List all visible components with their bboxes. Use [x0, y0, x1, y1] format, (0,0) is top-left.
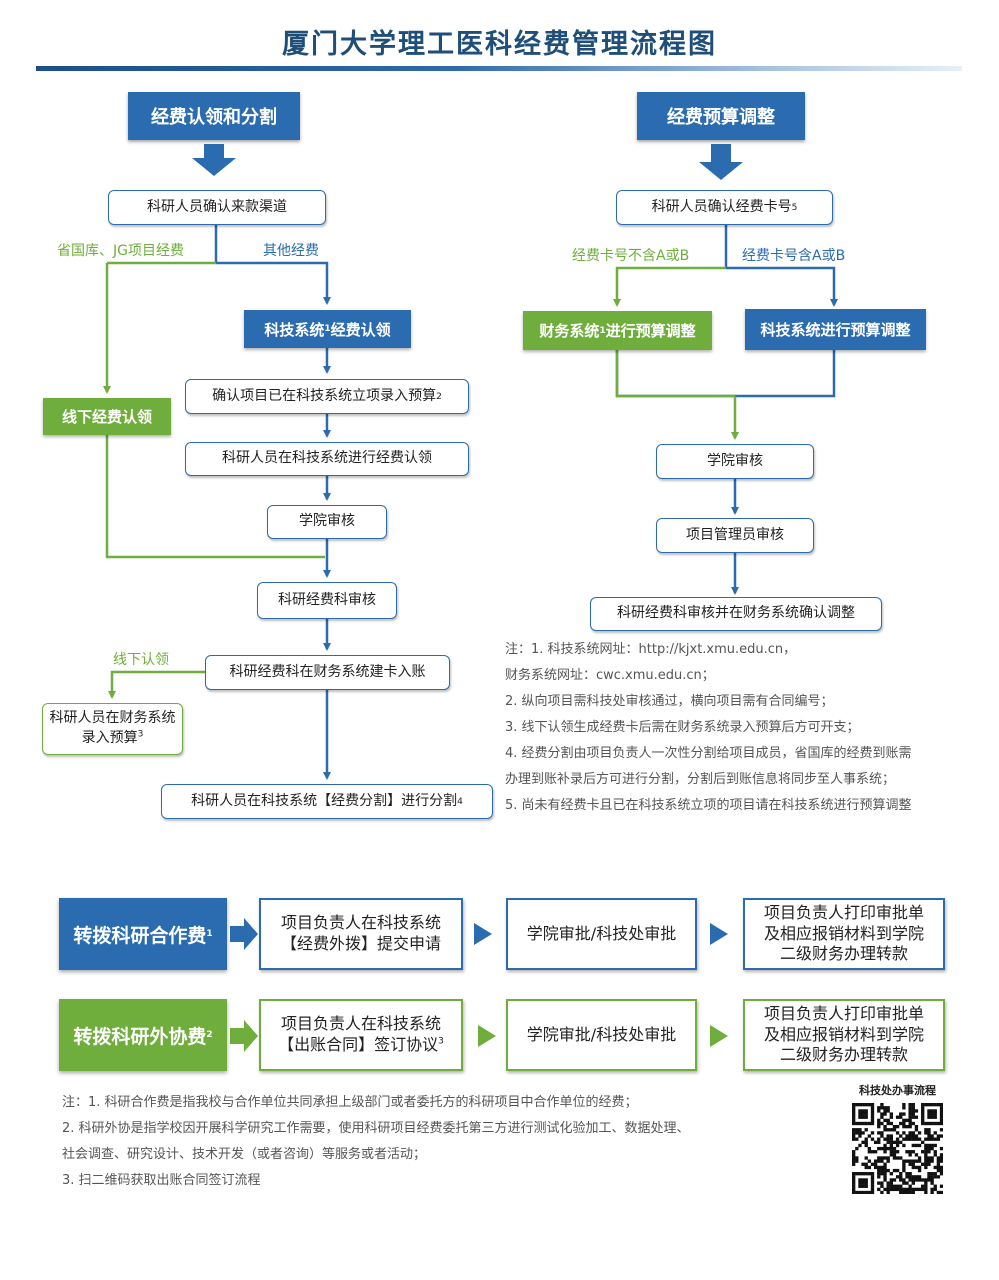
build-card-node: 科研经费科在财务系统建卡入账 — [205, 655, 450, 690]
confirm-source-node: 科研人员确认来款渠道 — [108, 190, 326, 225]
left-flow-lines — [103, 225, 331, 780]
right-flow-header: 经费预算调整 — [637, 92, 805, 140]
tech-claim-text: 科技系统 — [264, 320, 325, 339]
outsource-step1-line2: 【出账合同】签订协议 — [278, 1035, 439, 1054]
qr-caption: 科技处办事流程 — [859, 1084, 936, 1097]
finance-entry-node: 科研人员在财务系统录入预算3 — [42, 703, 183, 755]
notes-right: 注：1. 科技系统网址：http://kjxt.xmu.edu.cn， 财务系统… — [505, 637, 912, 819]
finance-entry-footnote: 3 — [137, 729, 144, 740]
branch-label-state-treasury: 省国库、JG项目经费 — [57, 243, 184, 259]
down-arrow-right — [699, 144, 743, 180]
branch-label-no-ab: 经费卡号不含A或B — [572, 248, 690, 264]
tech-adjust-node: 科技系统进行预算调整 — [745, 309, 926, 350]
admin-review-node: 项目管理员审核 — [656, 518, 814, 553]
notes-bottom: 注：1. 科研合作费是指我校与合作单位共同承担上级部门或者委托方的科研项目中合作… — [62, 1090, 690, 1194]
outsource-step3-line1: 项目负责人打印审批单 — [763, 1003, 924, 1023]
qr-code-icon[interactable] — [852, 1103, 943, 1194]
outsource-step3-line2: 及相应报销材料到学院 — [763, 1024, 924, 1044]
office-review-node: 科研经费科审核 — [257, 582, 397, 619]
confirm-card-text: 科研人员确认经费卡号 — [651, 198, 792, 215]
final-review-node: 科研经费科审核并在财务系统确认调整 — [590, 597, 882, 631]
coop-step-transfer: 项目负责人打印审批单及相应报销材料到学院二级财务办理转款 — [743, 898, 945, 970]
coop-arrow-1 — [474, 923, 492, 945]
offline-claim-label: 线下认领 — [113, 652, 169, 668]
split-text: 科研人员在科技系统【经费分割】进行分割 — [191, 792, 458, 809]
coop-step-submit: 项目负责人在科技系统【经费外拨】提交申请 — [259, 898, 463, 970]
coop-step3-line3: 二级财务办理转款 — [779, 944, 908, 964]
outsource-step3-line3: 二级财务办理转款 — [779, 1045, 908, 1065]
outsource-step-transfer: 项目负责人打印审批单及相应报销材料到学院二级财务办理转款 — [743, 999, 945, 1071]
page-title: 厦门大学理工医科经费管理流程图 — [282, 29, 717, 60]
note-right-7: 5. 尚未有经费卡且已在科技系统立项的项目请在科技系统进行预算调整 — [505, 798, 912, 813]
coop-step1-line2: 【经费外拨】提交申请 — [280, 934, 441, 953]
note-bottom-4: 3. 扫二维码获取出账合同签订流程 — [62, 1173, 261, 1188]
confirm-project-text: 确认项目已在科技系统立项录入预算 — [212, 387, 437, 404]
note-right-5: 4. 经费分割由项目负责人一次性分割给项目成员，省国库的经费到账需 — [505, 746, 912, 761]
branch-label-has-ab: 经费卡号含A或B — [742, 248, 846, 264]
finance-adjust-suffix: 进行预算调整 — [605, 322, 696, 340]
note-bottom-1: 注：1. 科研合作费是指我校与合作单位共同承担上级部门或者委托方的科研项目中合作… — [62, 1095, 638, 1110]
note-right-2: 财务系统网址：cwc.xmu.edu.cn； — [505, 668, 715, 683]
title-divider — [36, 66, 962, 71]
branch-label-other-funds: 其他经费 — [263, 243, 319, 259]
outsource-step-approve: 学院审批/科技处审批 — [506, 999, 697, 1071]
right-flow-lines — [613, 225, 838, 595]
coop-step3-line2: 及相应报销材料到学院 — [763, 923, 924, 943]
college-review-node-right: 学院审核 — [656, 444, 814, 479]
note-bottom-3: 社会调查、研究设计、技术开发（或者咨询）等服务或者活动； — [62, 1147, 427, 1162]
coop-arrow-2 — [710, 923, 728, 945]
coop-arrow-big — [230, 918, 258, 950]
college-review-node-left: 学院审核 — [267, 505, 387, 539]
transfer-outsource-text: 转拨科研外协费 — [73, 1025, 207, 1048]
note-right-6: 办理到账补录后方可进行分割，分割后到账信息将同步至人事系统； — [505, 772, 896, 787]
outsource-step-contract: 项目负责人在科技系统【出账合同】签订协议3 — [259, 999, 463, 1071]
outsource-arrow-big — [230, 1020, 258, 1052]
note-right-4: 3. 线下认领生成经费卡后需在财务系统录入预算后方可开支； — [505, 720, 860, 735]
transfer-coop-text: 转拨科研合作费 — [73, 924, 207, 947]
note-bottom-2: 2. 科研外协是指学校因开展科学研究工作需要，使用科研项目经费委托第三方进行测试… — [62, 1121, 690, 1136]
finance-adjust-text: 财务系统 — [539, 322, 600, 340]
outsource-arrow-2 — [710, 1025, 728, 1047]
coop-step-approve: 学院审批/科技处审批 — [506, 898, 697, 970]
left-flow-header: 经费认领和分割 — [128, 92, 300, 140]
researcher-claim-node: 科研人员在科技系统进行经费认领 — [185, 442, 469, 476]
down-arrow-left — [192, 144, 236, 176]
outsource-step1-footnote: 3 — [438, 1036, 444, 1047]
outsource-step1-line1: 项目负责人在科技系统 — [280, 1014, 441, 1034]
outsource-arrow-1 — [478, 1025, 496, 1047]
finance-entry-text: 科研人员在财务系统录入预算 — [49, 710, 176, 746]
note-right-1: 注：1. 科技系统网址：http://kjxt.xmu.edu.cn， — [505, 642, 797, 657]
note-right-3: 2. 纵向项目需科技处审核通过，横向项目需有合同编号； — [505, 694, 834, 709]
tech-claim-suffix: 经费认领 — [330, 320, 391, 339]
coop-step1-line1: 项目负责人在科技系统 — [280, 913, 441, 933]
offline-claim-node: 线下经费认领 — [43, 398, 171, 435]
coop-step3-line1: 项目负责人打印审批单 — [763, 902, 924, 922]
